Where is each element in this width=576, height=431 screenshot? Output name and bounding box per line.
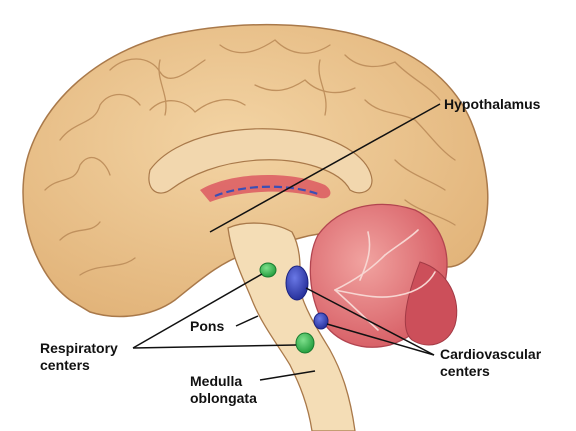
label-pons: Pons bbox=[190, 318, 225, 334]
pons-leader bbox=[235, 315, 259, 327]
cardio-line-1: Cardiovascular bbox=[440, 346, 542, 362]
cardiovascular-center-lower bbox=[313, 312, 329, 330]
cardio-leader-lower bbox=[326, 323, 435, 356]
respiratory-leader-upper bbox=[132, 273, 263, 349]
cerebellum-lobe bbox=[404, 261, 458, 346]
hypothalamus-leader bbox=[209, 103, 441, 233]
cardiovascular-center-upper bbox=[285, 265, 309, 301]
medulla-line-2: oblongata bbox=[190, 390, 257, 406]
leader-lines bbox=[132, 103, 441, 381]
ventricle-line bbox=[214, 185, 319, 198]
respiratory-center-pons bbox=[259, 262, 277, 278]
fornix bbox=[200, 174, 331, 202]
cardio-line-2: centers bbox=[440, 363, 490, 379]
respiratory-line-1: Respiratory bbox=[40, 340, 118, 356]
label-hypothalamus: Hypothalamus bbox=[444, 96, 541, 112]
medulla-line-1: Medulla bbox=[190, 373, 243, 389]
respiratory-line-2: centers bbox=[40, 357, 90, 373]
corpus-callosum bbox=[148, 128, 373, 194]
cardio-leader-upper bbox=[305, 287, 435, 356]
arbor-vitae bbox=[334, 229, 436, 331]
label-respiratory-centers: Respiratory centers bbox=[40, 340, 118, 374]
label-cardiovascular-centers: Cardiovascular centers bbox=[440, 346, 541, 380]
label-medulla-oblongata: Medulla oblongata bbox=[190, 373, 257, 407]
gyri-pattern bbox=[44, 39, 456, 276]
respiratory-center-medulla bbox=[295, 332, 315, 354]
respiratory-leader-lower bbox=[132, 344, 297, 349]
medulla-leader bbox=[259, 370, 316, 381]
